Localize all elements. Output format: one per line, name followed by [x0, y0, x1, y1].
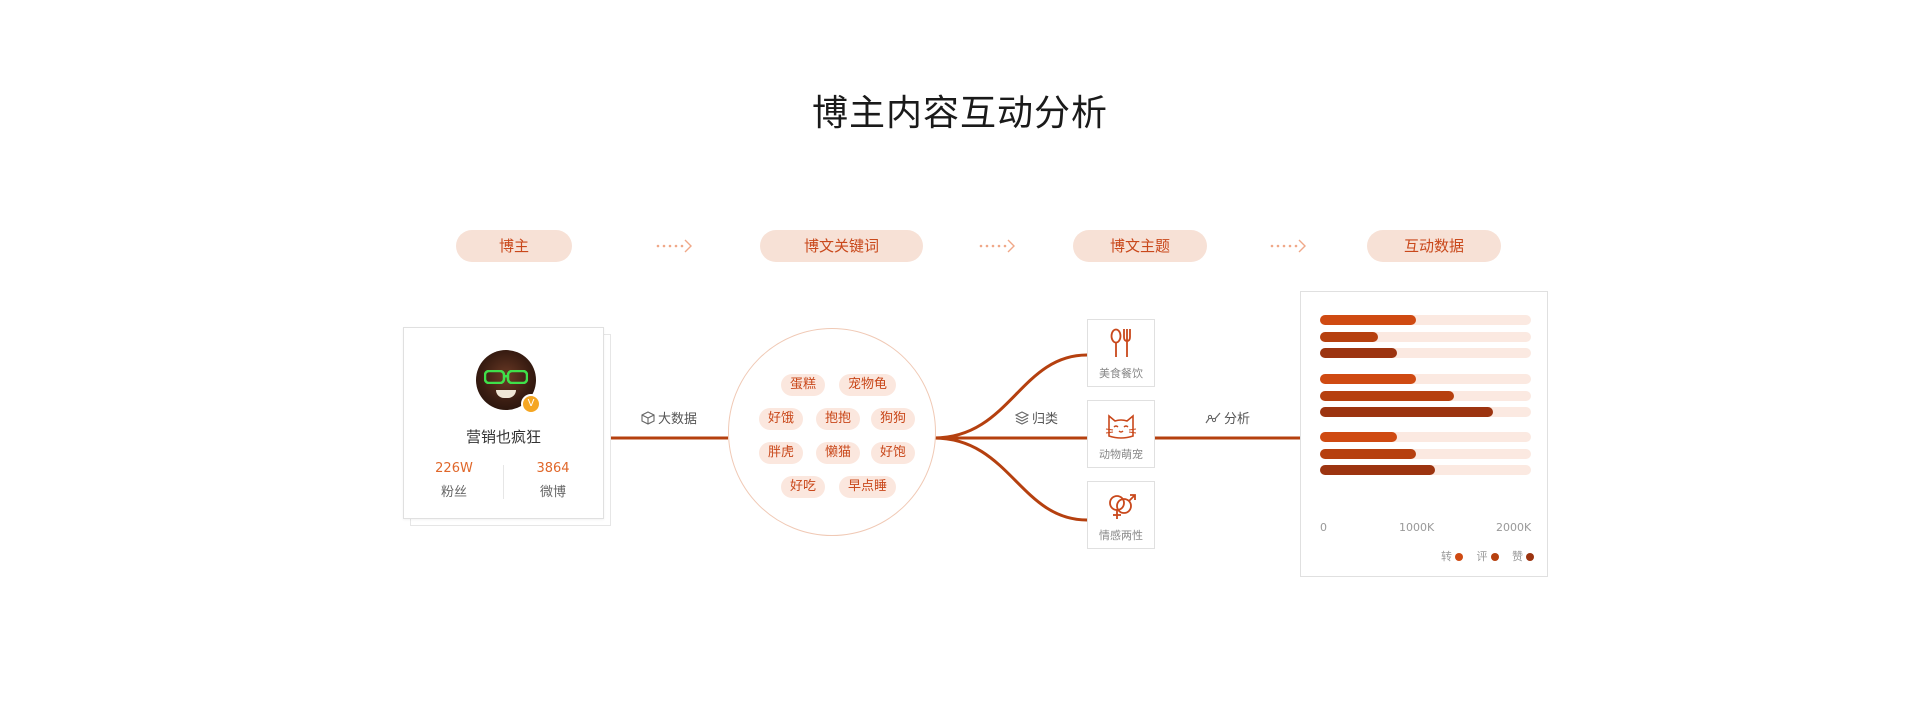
- x-tick-label: 1000K: [1399, 521, 1435, 534]
- keyword-tag[interactable]: 好饱: [871, 442, 916, 464]
- layers-icon: [1015, 411, 1029, 425]
- stat-divider: [503, 465, 504, 499]
- bar-动物萌宠-评[interactable]: [1320, 390, 1454, 401]
- cat-icon: [1105, 414, 1137, 439]
- fans-label: 粉丝: [440, 485, 467, 500]
- bar-美食餐饮-赞[interactable]: [1320, 348, 1397, 358]
- keyword-tag[interactable]: 宠物龟: [839, 374, 897, 396]
- bar-track: [1320, 331, 1531, 342]
- bar-track: [1320, 432, 1531, 442]
- step-interaction: 互动数据: [1367, 230, 1501, 262]
- legend-dot: [1526, 553, 1534, 561]
- flow-arrow-icon: [1270, 239, 1306, 253]
- keyword-cloud: [728, 328, 936, 536]
- cutlery-icon: [1110, 328, 1131, 357]
- blogger-name[interactable]: 营销也疯狂: [465, 428, 541, 446]
- topic-label: 情感两性: [1099, 529, 1143, 542]
- keyword-tag[interactable]: 抱抱: [816, 408, 861, 430]
- chart-legend: 转 评 赞: [1441, 548, 1534, 564]
- legend-label: 转: [1441, 550, 1452, 563]
- cube-icon: [641, 411, 655, 425]
- keyword-tag[interactable]: 狗狗: [871, 408, 916, 430]
- keyword-tag[interactable]: 蛋糕: [781, 374, 826, 396]
- blogger-card[interactable]: V 营销也疯狂 226W 粉丝 3864 微博: [403, 327, 604, 519]
- bar-情感两性-赞[interactable]: [1320, 465, 1435, 475]
- legend-label: 评: [1476, 550, 1488, 563]
- bar-track: [1320, 390, 1531, 401]
- step-blogger: 博主: [456, 230, 572, 262]
- legend-label: 赞: [1512, 550, 1523, 563]
- bar-美食餐饮-转[interactable]: [1320, 315, 1416, 325]
- x-tick-label: 2000K: [1496, 521, 1532, 534]
- branch-emotion: [933, 436, 1088, 522]
- edge-label-text: 大数据: [658, 412, 698, 427]
- edge-label-analysis: 分析: [1203, 408, 1253, 427]
- legend-dot: [1490, 553, 1499, 561]
- verified-badge-icon: V: [521, 394, 541, 414]
- gender-icon: [1109, 494, 1136, 519]
- keyword-tag[interactable]: 胖虎: [759, 442, 804, 464]
- topic-food[interactable]: 美食餐饮: [1087, 319, 1155, 387]
- interaction-chart: 0 1000K 2000K 转 评 赞: [1300, 291, 1548, 577]
- topic-label: 美食餐饮: [1099, 367, 1143, 380]
- page-title: 博主内容互动分析: [811, 93, 1108, 134]
- x-tick-label: 0: [1320, 521, 1327, 534]
- keyword-tag[interactable]: 早点睡: [839, 476, 897, 498]
- bar-情感两性-评[interactable]: [1320, 448, 1416, 459]
- bar-track: [1320, 465, 1531, 475]
- edge-label-text: 归类: [1032, 412, 1059, 427]
- bar-track: [1320, 407, 1531, 417]
- topic-emotion[interactable]: 情感两性: [1087, 481, 1155, 549]
- bar-动物萌宠-赞[interactable]: [1320, 407, 1493, 417]
- flow-arrow-icon: [656, 239, 692, 253]
- trend-icon: [1205, 412, 1221, 424]
- avatar-smile: [496, 390, 516, 398]
- bar-情感两性-转[interactable]: [1320, 432, 1397, 442]
- glasses-icon: [484, 370, 528, 384]
- legend-dot: [1455, 553, 1463, 561]
- step-topics: 博文主题: [1073, 230, 1207, 262]
- branch-food: [933, 353, 1088, 440]
- edge-label-classify: 归类: [1013, 408, 1061, 427]
- keyword-tag[interactable]: 好吃: [781, 476, 826, 498]
- edge-label-big-data: 大数据: [639, 408, 700, 427]
- posts-label: 微博: [539, 485, 566, 500]
- fans-count: 226W: [435, 461, 473, 476]
- bar-美食餐饮-评[interactable]: [1320, 331, 1378, 342]
- bar-track: [1320, 448, 1531, 459]
- bar-track: [1320, 348, 1531, 358]
- edge-label-text: 分析: [1224, 412, 1251, 427]
- keyword-tag[interactable]: 好饿: [759, 408, 804, 430]
- bar-track: [1320, 315, 1531, 325]
- step-keywords: 博文关键词: [760, 230, 923, 262]
- bar-track: [1320, 374, 1531, 384]
- topic-pets[interactable]: 动物萌宠: [1087, 400, 1155, 468]
- flow-arrow-icon: [979, 239, 1015, 253]
- keyword-tag[interactable]: 懒猫: [816, 442, 861, 464]
- bar-动物萌宠-转[interactable]: [1320, 374, 1416, 384]
- topic-label: 动物萌宠: [1099, 448, 1143, 461]
- posts-count: 3864: [536, 461, 570, 476]
